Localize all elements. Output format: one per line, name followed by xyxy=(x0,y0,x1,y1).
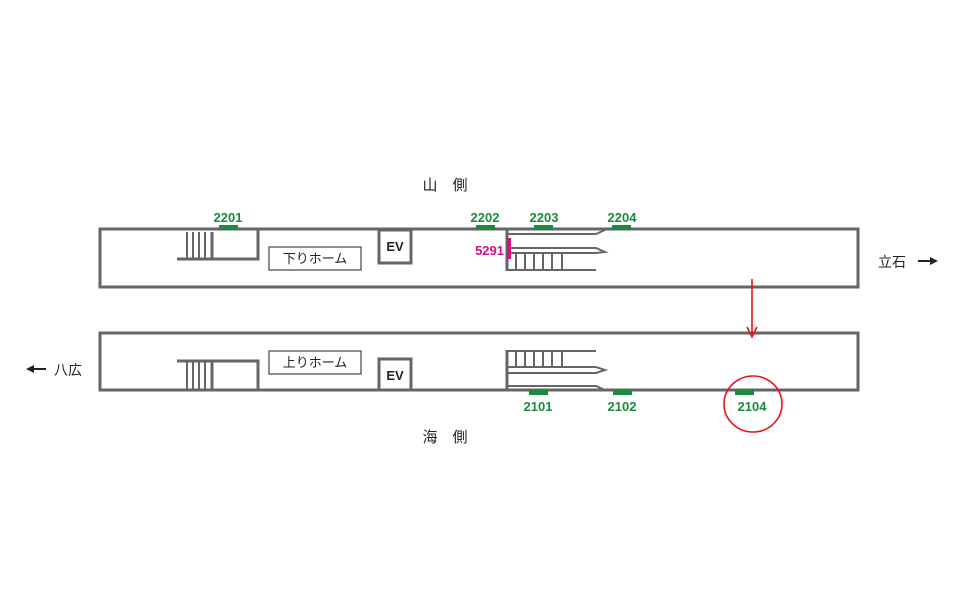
direction-right-label: 立石 xyxy=(878,255,906,271)
magenta-marker-label: 5291 xyxy=(475,243,504,258)
mountain-side-label: 山 側 xyxy=(422,176,467,194)
direction-left-label: 八広 xyxy=(54,363,82,379)
arrow-right-icon xyxy=(918,257,938,265)
magenta-marker xyxy=(507,238,511,259)
elevator-label: EV xyxy=(386,368,404,383)
gate-label: 2102 xyxy=(608,399,637,414)
down-platform-label: 下りホーム xyxy=(283,252,348,267)
gate-label: 2204 xyxy=(608,210,638,225)
gate-2102: 2102 xyxy=(608,390,637,414)
down-platform: 下りホーム EV 5291 xyxy=(98,227,860,289)
gate-2203: 2203 xyxy=(530,210,559,230)
down-platform-sign xyxy=(268,246,362,271)
up-platform-label: 上りホーム xyxy=(283,356,348,371)
stairs-down-right xyxy=(505,229,609,271)
arrow-left-icon xyxy=(26,365,46,373)
sea-side-label: 海 側 xyxy=(422,428,467,446)
gate-label: 2202 xyxy=(471,210,500,225)
direction-right: 立石 xyxy=(878,255,938,271)
up-platform-sign xyxy=(268,350,362,375)
highlight-arrow-icon xyxy=(746,279,758,339)
elevator-down xyxy=(377,357,413,392)
gate-2101: 2101 xyxy=(524,390,553,414)
direction-left: 八広 xyxy=(26,363,82,379)
gate-2201: 2201 xyxy=(214,210,243,230)
up-platform: 上りホーム EV xyxy=(98,331,860,392)
gate-2202: 2202 xyxy=(471,210,500,230)
gate-label: 2101 xyxy=(524,399,553,414)
stairs-up-right xyxy=(505,350,609,391)
highlight-circle xyxy=(723,375,783,433)
gate-label: 2104 xyxy=(738,399,768,414)
gate-label: 2203 xyxy=(530,210,559,225)
stairs-up-left xyxy=(177,359,260,390)
elevator-label: EV xyxy=(386,239,404,254)
stairs-down-left xyxy=(177,229,260,261)
gate-2104: 2104 xyxy=(735,390,767,414)
gate-label: 2201 xyxy=(214,210,243,225)
gate-2204: 2204 xyxy=(608,210,638,230)
elevator-up xyxy=(377,228,413,265)
